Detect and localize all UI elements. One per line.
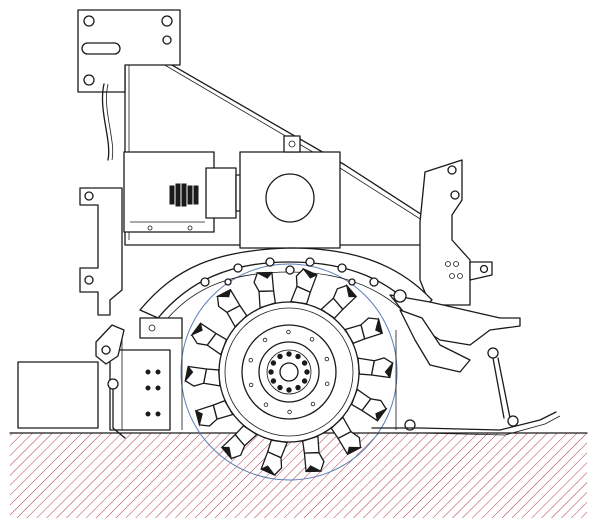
rotor-tooth (327, 417, 366, 457)
ground-hatch (10, 433, 587, 518)
rotor-drum-ring (225, 308, 353, 436)
rotor-flange-bolts (249, 330, 329, 414)
motor-body (124, 152, 214, 232)
rotor-tooth (192, 396, 232, 432)
rotor-tooth (358, 355, 394, 380)
rotor-teeth (184, 268, 394, 476)
mount-hole-top-right (162, 16, 172, 26)
rotor-shaft (280, 363, 298, 381)
left-hook (96, 325, 124, 364)
flange-bolt (325, 382, 329, 386)
hub-bolt (271, 379, 275, 383)
mount-hole-mid-right (163, 36, 171, 44)
flange-bolt (287, 330, 291, 334)
motor-flange (206, 168, 236, 218)
gearbox-cover (266, 174, 314, 222)
flange-bolt (249, 358, 253, 362)
hub-bolt (302, 361, 306, 365)
hub-bolt (287, 388, 291, 392)
flange-bolt (310, 338, 314, 342)
rotor-tooth (184, 364, 220, 389)
right-pivot-a (394, 290, 406, 302)
left-frame-hole-b (85, 276, 93, 284)
flange-bolt (325, 357, 329, 361)
flange-bolt (249, 383, 253, 387)
rotor-housing-lower (182, 330, 396, 430)
hydraulic-hose-inner (106, 84, 112, 160)
left-linkage (96, 318, 182, 438)
left-frame-outline (80, 188, 122, 315)
rotor-tooth (345, 312, 385, 348)
gearbox-top-tab (284, 136, 300, 152)
right-frame (420, 160, 492, 305)
hub-bolt (278, 385, 282, 389)
flange-bolt (264, 403, 268, 407)
flange-bolt (311, 402, 315, 406)
rotor-hub-inner (267, 350, 311, 394)
rotor-tooth (349, 389, 389, 422)
right-skid (372, 412, 556, 430)
left-pivot (108, 379, 118, 389)
right-guard (400, 310, 470, 372)
rotor-swept-circle (181, 264, 397, 480)
rotor-hub-bolts (269, 352, 309, 392)
hub-bolt (269, 370, 273, 374)
ground (10, 433, 587, 518)
rotor-tooth (291, 268, 318, 305)
right-spring (493, 358, 510, 418)
rotor-hood (140, 248, 432, 318)
hub-bolt (302, 379, 306, 383)
rotor (184, 268, 394, 476)
hydraulic-motor (124, 152, 256, 232)
rotor-tooth (261, 439, 288, 476)
rotor-tooth (212, 287, 251, 327)
right-skid-lower (372, 416, 560, 435)
left-frame (80, 188, 122, 315)
hub-bolt (271, 361, 275, 365)
top-mount-plate (78, 10, 180, 92)
skid-plate (110, 350, 170, 430)
mount-hole-top-left (84, 16, 94, 26)
right-pivot-c (508, 416, 518, 426)
hub-bolt (296, 354, 300, 358)
right-linkage (372, 290, 560, 435)
rotor-tooth (189, 322, 229, 355)
motor-ports (170, 184, 198, 206)
rotor-tooth (250, 269, 281, 308)
flange-bolt (288, 410, 292, 414)
left-frame-hole-a (85, 192, 93, 200)
mount-plate-outline (78, 10, 180, 92)
hub-bolt (296, 385, 300, 389)
flange-bolt (263, 338, 267, 342)
skid-box-outline (18, 362, 98, 428)
rotor-tooth (220, 422, 257, 462)
right-frame-outline (420, 160, 470, 305)
hub-bolt (278, 354, 282, 358)
hub-bolt (305, 370, 309, 374)
gearbox (240, 136, 340, 248)
hub-bolt (287, 352, 291, 356)
rotor-tooth (321, 281, 358, 321)
rotor-hood-bolts (201, 258, 378, 286)
right-pivot-b (488, 348, 498, 358)
hydraulic-hose (102, 84, 108, 160)
rotor-tooth (297, 436, 328, 475)
mount-hole-bottom-left (84, 75, 94, 85)
mount-slot (82, 43, 120, 54)
